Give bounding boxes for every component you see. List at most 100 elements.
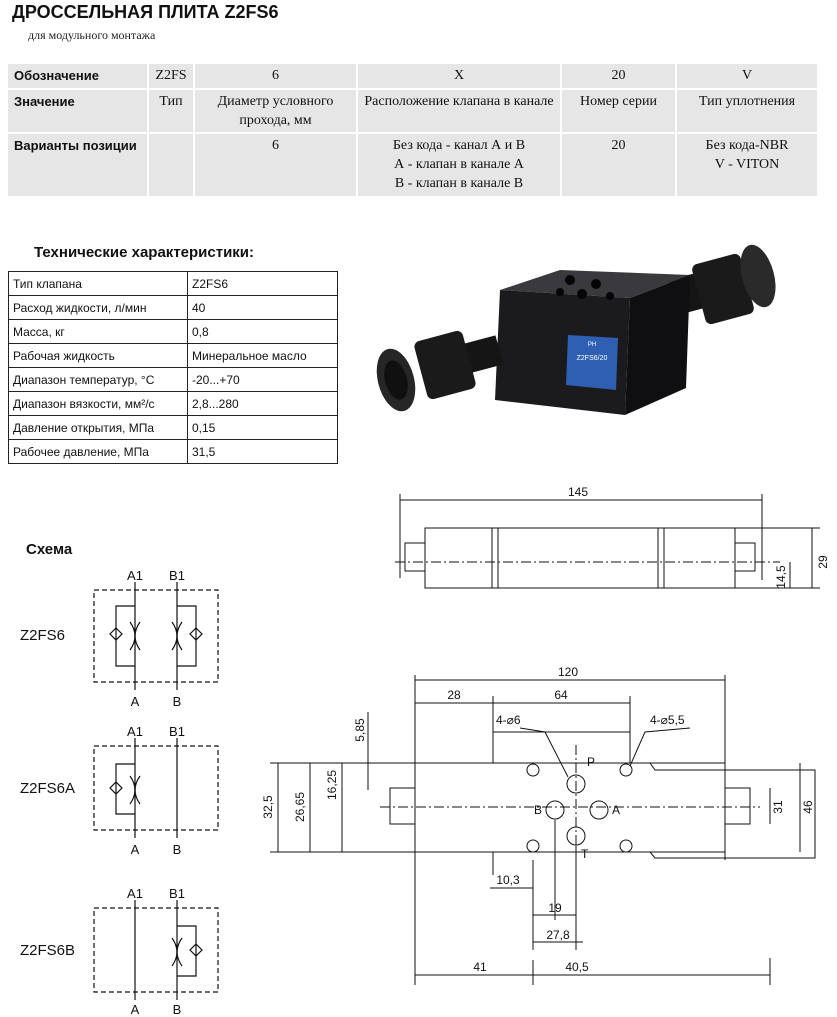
dim-32-5: 32,5 — [261, 795, 275, 819]
spec-value: 40 — [187, 295, 338, 320]
nameplate-brand: PH — [588, 342, 596, 348]
designation-table: Обозначение Z2FS 6 X 20 V Значение Тип Д… — [6, 62, 819, 198]
hole-label-6: 4-⌀6 — [496, 713, 521, 727]
scheme-title: Схема — [26, 541, 73, 558]
spec-key: Диапазон температур, °C — [8, 367, 188, 392]
table-cell: 6 — [195, 134, 356, 196]
spec-key: Диапазон вязкости, мм²/с — [8, 391, 188, 416]
spec-value: 0,15 — [187, 415, 338, 440]
table-cell: Тип — [149, 90, 193, 132]
table-row: Варианты позиции 6 Без кода - канал А и … — [8, 134, 817, 196]
table-cell: X — [358, 64, 560, 88]
page-subtitle: для модульного монтажа — [28, 28, 156, 42]
valve-body — [495, 270, 690, 415]
port-label-b1: B1 — [169, 724, 185, 739]
row-header: Значение — [8, 90, 147, 132]
table-cell: Диаметр условного прохода, мм — [195, 90, 356, 132]
spec-key: Рабочая жидкость — [8, 343, 188, 368]
table-cell: V — [677, 64, 817, 88]
spec-value: -20...+70 — [187, 367, 338, 392]
left-knob — [376, 330, 504, 412]
port-label-a: A — [131, 842, 140, 857]
table-cell: Z2FS — [149, 64, 193, 88]
port-label-a: A — [131, 1002, 140, 1017]
spec-value: 2,8...280 — [187, 391, 338, 416]
nameplate: PH Z2FS6/20 — [566, 335, 618, 390]
variant-name: Z2FS6A — [20, 780, 75, 797]
hole-label-5-5: 4-⌀5,5 — [650, 713, 685, 727]
spec-key: Рабочее давление, МПа — [8, 439, 188, 464]
table-row: Диапазон температур, °C-20...+70 — [8, 367, 338, 392]
dim-19: 19 — [548, 901, 562, 915]
table-cell: Без кода-NBR V - VITON — [677, 134, 817, 196]
table-row: Обозначение Z2FS 6 X 20 V — [8, 64, 817, 88]
schematic-z2fs6a — [93, 738, 219, 838]
table-cell: 6 — [195, 64, 356, 88]
side-view — [395, 494, 820, 589]
row-header: Обозначение — [8, 64, 147, 88]
dim-46: 46 — [801, 800, 815, 814]
top-view — [270, 675, 816, 985]
dim-28: 28 — [447, 688, 461, 702]
port-label-a1: A1 — [127, 568, 143, 583]
dimension-drawings: 145 29 14,5 120 28 64 4-⌀6 4-⌀5,5 P A B … — [261, 485, 830, 985]
dim-5-85: 5,85 — [353, 718, 367, 742]
table-cell: 20 — [562, 64, 675, 88]
spec-value: Минеральное масло — [187, 343, 338, 368]
dim-31: 31 — [771, 800, 785, 814]
port-b: B — [534, 803, 542, 817]
dim-41: 41 — [473, 960, 487, 974]
hydraulic-schematics: A1 B1 Z2FS6 A B A1 B1 Z2FS6A A B A1 B1 Z… — [20, 568, 219, 1017]
nameplate-model: Z2FS6/20 — [577, 355, 608, 362]
dim-10-3: 10,3 — [496, 873, 520, 887]
table-cell: Тип уплотнения — [677, 90, 817, 132]
port-label-b1: B1 — [169, 568, 185, 583]
port-p: P — [587, 755, 595, 769]
dim-16-25: 16,25 — [325, 770, 339, 800]
schematic-z2fs6b — [93, 900, 219, 1000]
port-label-b: B — [173, 1002, 182, 1017]
variant-name: Z2FS6 — [20, 627, 65, 644]
dim-26-65: 26,65 — [293, 792, 307, 822]
port-label-a1: A1 — [127, 724, 143, 739]
port-label-b1: B1 — [169, 886, 185, 901]
dim-40-5: 40,5 — [565, 960, 589, 974]
spec-value: 0,8 — [187, 319, 338, 344]
dim-64: 64 — [554, 688, 568, 702]
dim-120: 120 — [558, 665, 578, 679]
table-cell: 20 — [562, 134, 675, 196]
spec-value: Z2FS6 — [187, 271, 338, 296]
row-header: Варианты позиции — [8, 134, 147, 196]
table-row: Значение Тип Диаметр условного прохода, … — [8, 90, 817, 132]
table-cell: Без кода - канал А и В А - клапан в кана… — [358, 134, 560, 196]
tech-title: Технические характеристики: — [34, 244, 255, 261]
spec-key: Расход жидкости, л/мин — [8, 295, 188, 320]
port-label-a1: A1 — [127, 886, 143, 901]
table-cell — [149, 134, 193, 196]
port-label-a: A — [131, 694, 140, 709]
port-label-b: B — [173, 842, 182, 857]
product-photo: PH Z2FS6/20 — [376, 244, 776, 415]
spec-key: Тип клапана — [8, 271, 188, 296]
dim-29: 29 — [816, 555, 830, 569]
dim-27-8: 27,8 — [546, 928, 570, 942]
variant-name: Z2FS6B — [20, 942, 75, 959]
port-label-b: B — [173, 694, 182, 709]
table-cell: Расположение клапана в канале — [358, 90, 560, 132]
schematic-z2fs6 — [93, 582, 219, 690]
spec-value: 31,5 — [187, 439, 338, 464]
dim-14-5: 14,5 — [774, 565, 788, 589]
spec-key: Давление открытия, МПа — [8, 415, 188, 440]
port-a: A — [612, 803, 620, 817]
page-title: ДРОССЕЛЬНАЯ ПЛИТА Z2FS6 — [12, 2, 279, 22]
table-cell: Номер серии — [562, 90, 675, 132]
dim-145: 145 — [568, 485, 588, 499]
